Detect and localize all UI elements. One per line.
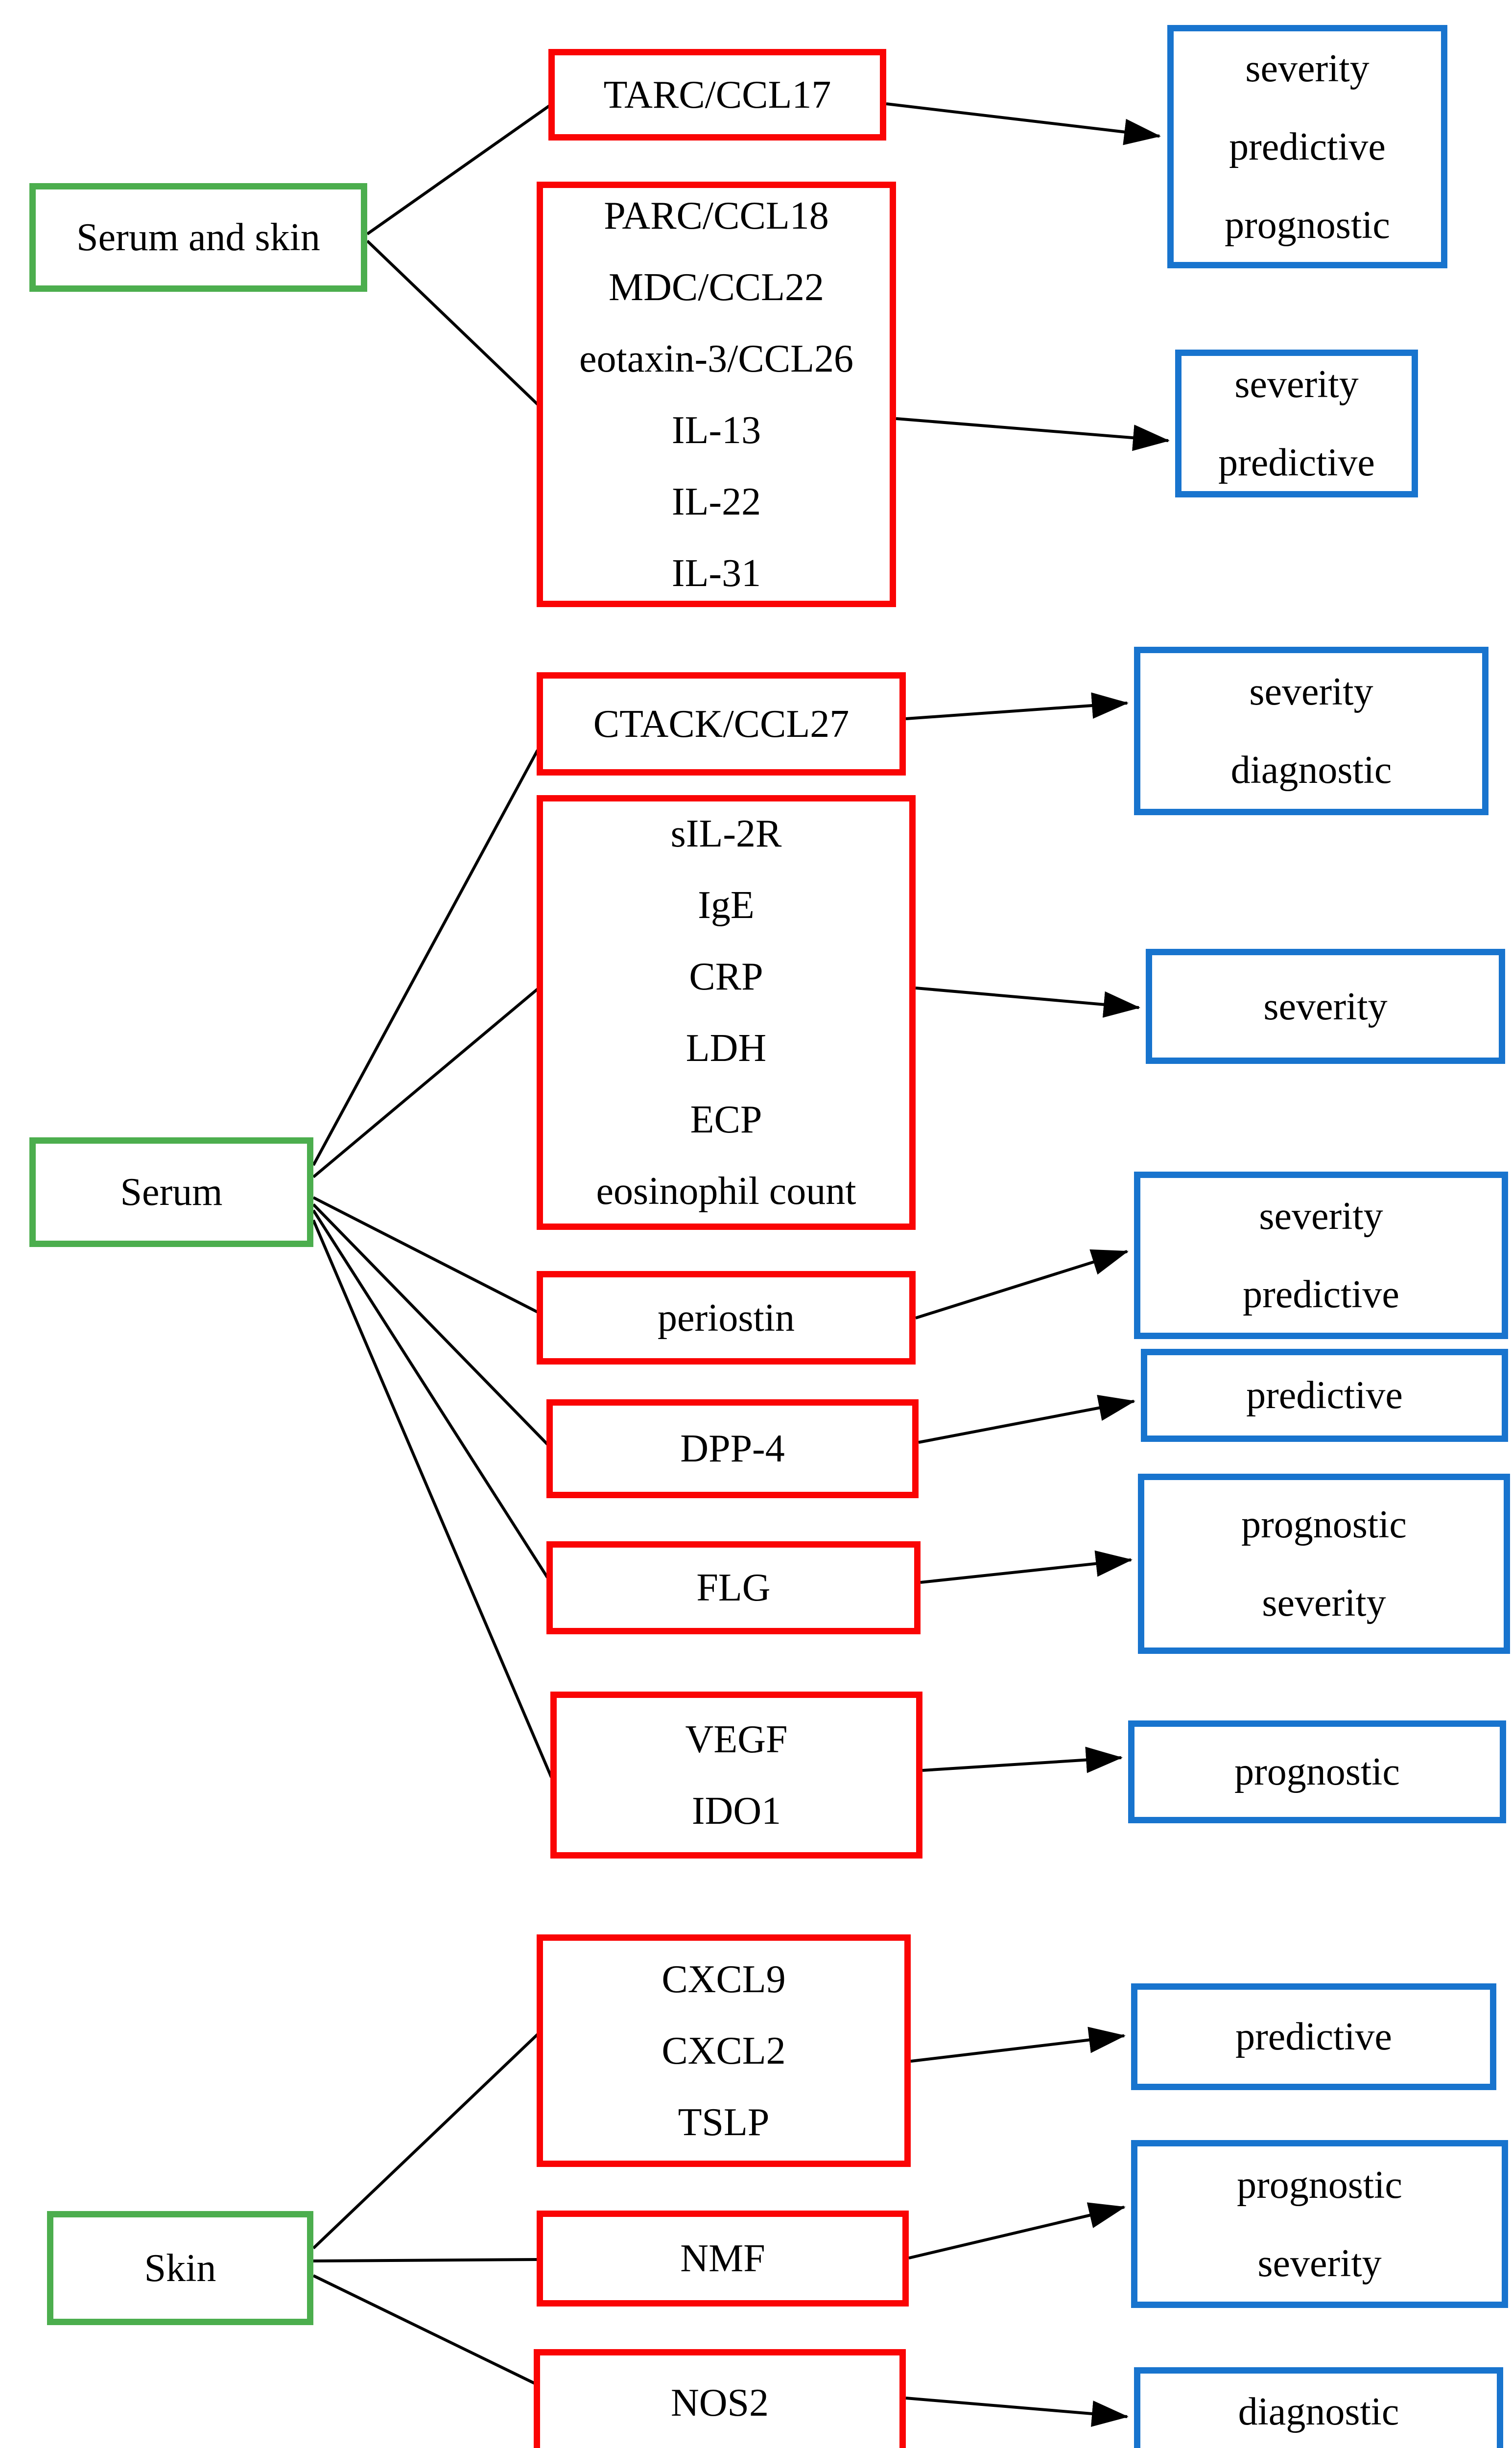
- predictive-a-utility-box: predictive: [1141, 1349, 1508, 1442]
- severity-predictive-prognostic-utility-box: severity predictive prognostic: [1167, 25, 1447, 268]
- nos2-label-line: NOS2: [670, 2381, 769, 2424]
- prognostic-severity-b-label-line: prognostic: [1237, 2163, 1402, 2207]
- severity-predictive-a-label-line: predictive: [1218, 441, 1375, 484]
- connector-tarc-to-severity-predictive-prognostic: [886, 102, 1161, 145]
- connector-parc-group-to-severity-predictive-a: [896, 417, 1170, 451]
- cxcl-group-label-line: CXCL9: [662, 1957, 786, 2001]
- sil2r-group-label-line: eosinophil count: [596, 1170, 856, 1213]
- serum-source-box: Serum: [29, 1137, 313, 1247]
- connector-skin-to-nos2: [312, 2274, 536, 2385]
- vegf-group-label-line: VEGF: [685, 1718, 788, 1761]
- serum-and-skin-label-line: Serum and skin: [76, 216, 320, 259]
- skin-source-box: Skin: [47, 2211, 313, 2325]
- dpp4-label-line: DPP-4: [680, 1427, 785, 1470]
- periostin-biomarker-box: periostin: [537, 1271, 916, 1365]
- nmf-label-line: NMF: [680, 2237, 765, 2280]
- connector-serum-and-skin-to-tarc: [366, 104, 550, 235]
- connector-cxcl-group-to-predictive-b: [910, 2026, 1126, 2063]
- connector-skin-to-nmf: [313, 2258, 538, 2262]
- sil2r-group-label-line: sIL-2R: [670, 812, 782, 855]
- sil2r-group-label-line: IgE: [698, 884, 755, 927]
- connector-flg-to-prognostic-severity-a: [920, 1550, 1133, 1584]
- connector-sil2r-group-to-severity-only: [915, 987, 1140, 1018]
- connector-serum-to-periostin: [312, 1196, 539, 1314]
- severity-only-label-line: severity: [1263, 985, 1388, 1028]
- connector-periostin-to-severity-predictive-b: [915, 1249, 1129, 1319]
- connector-serum-to-flg: [312, 1209, 549, 1578]
- vegf-group-label-line: IDO1: [691, 1789, 781, 1833]
- prognostic-only-label-line: prognostic: [1234, 1750, 1400, 1793]
- severity-diagnostic-label-line: severity: [1249, 670, 1373, 713]
- serum-and-skin-source-box: Serum and skin: [29, 183, 367, 292]
- connector-serum-to-ctack: [312, 749, 539, 1166]
- cxcl-group-label-line: CXCL2: [662, 2029, 786, 2072]
- parc-group-label-line: PARC/CCL18: [604, 194, 829, 237]
- connector-serum-to-vegf-group: [312, 1219, 553, 1778]
- flg-biomarker-box: FLG: [546, 1541, 921, 1634]
- parc-group-label-line: MDC/CCL22: [608, 265, 825, 309]
- tarc-label-line: TARC/CCL17: [603, 73, 831, 117]
- flg-label-line: FLG: [696, 1566, 771, 1609]
- severity-diagnostic-utility-box: severity diagnostic: [1134, 647, 1488, 815]
- periostin-label-line: periostin: [658, 1296, 795, 1340]
- connector-serum-and-skin-to-parc-group: [366, 239, 539, 406]
- severity-predictive-prognostic-label-line: predictive: [1229, 125, 1386, 168]
- diagnostic-only-utility-box: diagnostic: [1134, 2367, 1503, 2448]
- skin-label-line: Skin: [144, 2246, 216, 2290]
- dpp4-biomarker-box: DPP-4: [546, 1399, 919, 1498]
- severity-predictive-b-label-line: severity: [1259, 1195, 1383, 1238]
- predictive-b-label-line: predictive: [1235, 2015, 1392, 2058]
- severity-predictive-prognostic-label-line: prognostic: [1225, 203, 1390, 247]
- connector-vegf-group-to-prognostic-only: [922, 1746, 1123, 1773]
- parc-group-label-line: eotaxin-3/CCL26: [579, 337, 853, 380]
- sil2r-group-label-line: CRP: [689, 955, 763, 998]
- severity-predictive-prognostic-label-line: severity: [1245, 47, 1370, 90]
- severity-predictive-b-utility-box: severity predictive: [1134, 1172, 1508, 1339]
- connector-serum-to-dpp4: [312, 1203, 549, 1446]
- prognostic-severity-a-label-line: prognostic: [1241, 1503, 1407, 1546]
- nos2-biomarker-box: NOS2: [534, 2349, 906, 2448]
- connector-nmf-to-prognostic-severity-b: [908, 2202, 1126, 2260]
- connector-nos2-to-diagnostic-only: [905, 2397, 1129, 2427]
- severity-predictive-a-label-line: severity: [1234, 363, 1359, 406]
- prognostic-severity-a-label-line: severity: [1262, 1581, 1386, 1624]
- prognostic-severity-a-utility-box: prognostic severity: [1138, 1474, 1510, 1654]
- serum-label-line: Serum: [120, 1171, 223, 1214]
- severity-diagnostic-label-line: diagnostic: [1230, 749, 1392, 792]
- parc-group-label-line: IL-22: [671, 480, 761, 523]
- parc-group-label-line: IL-31: [671, 551, 761, 595]
- parc-group-label-line: IL-13: [671, 408, 761, 452]
- sil2r-group-label-line: ECP: [690, 1098, 762, 1141]
- nmf-biomarker-box: NMF: [537, 2211, 909, 2307]
- prognostic-severity-b-label-line: severity: [1257, 2241, 1382, 2285]
- diagnostic-only-label-line: diagnostic: [1238, 2390, 1399, 2433]
- predictive-b-utility-box: predictive: [1131, 1983, 1496, 2090]
- sil2r-group-biomarker-box: sIL-2R IgE CRP LDH ECP eosinophil count: [537, 795, 916, 1230]
- tarc-biomarker-box: TARC/CCL17: [548, 49, 886, 141]
- severity-only-utility-box: severity: [1146, 949, 1505, 1064]
- connector-lines: [312, 102, 1170, 2427]
- connector-serum-to-sil2r-group: [312, 988, 539, 1178]
- ctack-label-line: CTACK/CCL27: [593, 702, 850, 746]
- ctack-biomarker-box: CTACK/CCL27: [537, 672, 906, 776]
- connector-skin-to-cxcl-group: [312, 2033, 539, 2250]
- predictive-a-label-line: predictive: [1246, 1374, 1403, 1417]
- prognostic-only-utility-box: prognostic: [1128, 1720, 1506, 1823]
- vegf-group-biomarker-box: VEGF IDO1: [550, 1692, 922, 1859]
- prognostic-severity-b-utility-box: prognostic severity: [1131, 2140, 1508, 2308]
- severity-predictive-a-utility-box: severity predictive: [1175, 350, 1418, 497]
- connector-dpp4-to-predictive-a: [918, 1394, 1135, 1444]
- connector-ctack-to-severity-diagnostic: [905, 692, 1129, 720]
- sil2r-group-label-line: LDH: [685, 1027, 767, 1070]
- cxcl-group-label-line: TSLP: [678, 2100, 770, 2144]
- severity-predictive-b-label-line: predictive: [1243, 1273, 1399, 1316]
